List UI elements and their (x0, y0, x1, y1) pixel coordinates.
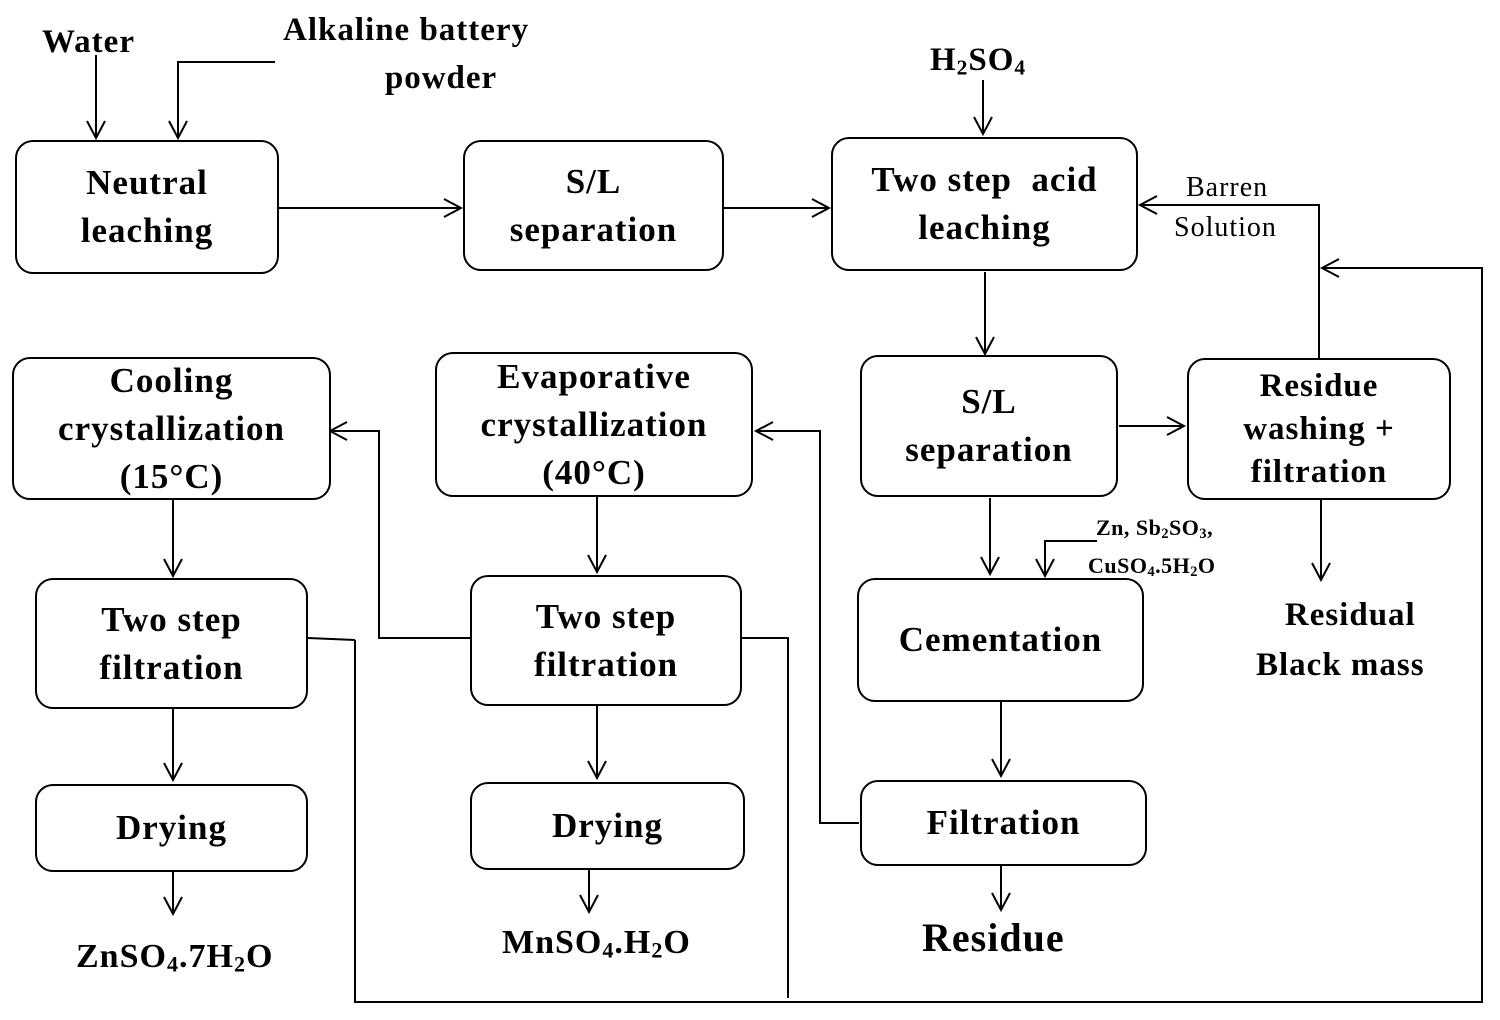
arrow-barren-solution-to-acid-leaching (1137, 195, 1320, 358)
barren-solution-label: Barren Solution (1174, 172, 1277, 243)
arrow-filtration-to-evaporative (753, 421, 859, 824)
cementation-reagents-label: Zn, Sb2SO3, CuSO4.5H2O (1088, 515, 1216, 580)
arrow-battery-powder-to-neutral-leaching (168, 61, 275, 141)
arrow-recycle-to-barren (354, 258, 1483, 1003)
alkaline-battery-label: Alkaline battery powder (283, 6, 529, 102)
line-filtration-mid-to-recycle (742, 637, 789, 998)
alkaline-battery-line2: powder (384, 60, 498, 96)
arrow-reagents-to-cementation (1035, 540, 1097, 579)
h2so4-label: H2SO4 (930, 42, 1027, 80)
residual-black-mass-label: Residual Black mass (1256, 597, 1425, 683)
arrow-filtration-mid-to-cooling (327, 421, 470, 639)
filtration-box: Filtration (860, 780, 1147, 866)
line-filtration-left-to-recycle (307, 637, 356, 641)
alkaline-battery-line1: Alkaline battery (283, 12, 530, 48)
residue-label: Residue (922, 915, 1065, 960)
drying-box-mid: Drying (470, 782, 745, 870)
znso4-product-label: ZnSO4.7H2O (76, 938, 274, 977)
water-label: Water (42, 24, 135, 60)
cementation-box: Cementation (857, 578, 1144, 702)
drying-box-left: Drying (35, 784, 308, 872)
mnso4-product-label: MnSO4.H2O (502, 924, 691, 963)
